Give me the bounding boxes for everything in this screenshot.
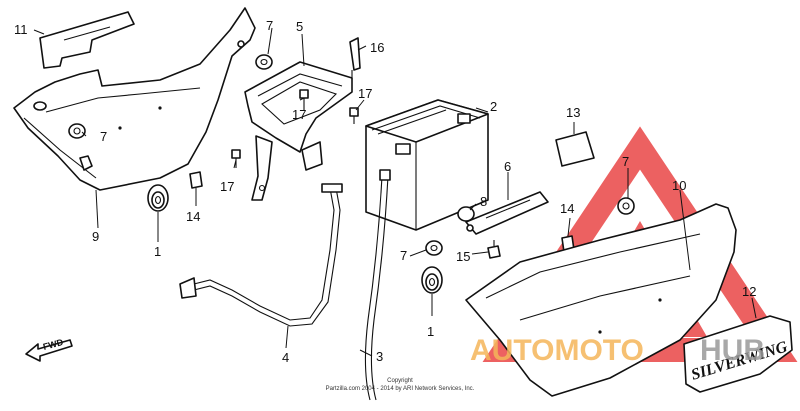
callout-17-c[interactable]: 17 [220,179,234,194]
callout-1-left[interactable]: 1 [154,244,161,259]
part-8-rubber [457,206,475,222]
watermark-text: AUTOMOTO HUB [470,334,765,367]
part-1-grommet-right [421,266,443,294]
copyright-notice: Copyright Partzilla.com 2004 - 2014 by A… [326,378,475,392]
part-17-bolt-b [349,107,359,124]
part-16-pin [349,37,361,80]
part-17-bolt-c [231,149,241,168]
callout-2[interactable]: 2 [490,99,497,114]
callout-9[interactable]: 9 [92,229,99,244]
part-12-emblem: SILVERWING [683,315,793,393]
copyright-line-2: Partzilla.com 2004 - 2014 by ARI Network… [326,386,475,392]
callout-14-left[interactable]: 14 [186,209,200,224]
part-9-left-side-cover [13,7,256,191]
fwd-arrow-icon: FWD [25,337,73,362]
callout-17-b[interactable]: 17 [358,86,372,101]
callout-4[interactable]: 4 [282,350,289,365]
callouts: 11 7 5 16 17 17 7 2 17 14 1 9 6 8 7 15 1… [14,18,756,365]
watermark-text-b: HUB [700,334,765,367]
callout-3[interactable]: 3 [376,349,383,364]
leader-lines [33,27,757,357]
part-7-grommet-right [617,197,635,215]
part-4-strap [179,183,343,327]
part-15-bolt [487,240,501,259]
callout-5[interactable]: 5 [296,19,303,34]
callout-10[interactable]: 10 [672,178,686,193]
callout-13[interactable]: 13 [566,105,580,120]
part-11-bracket [39,11,135,69]
callout-7-battery[interactable]: 7 [400,248,407,263]
part-10-right-side-cover [465,203,737,397]
callout-11[interactable]: 11 [14,22,28,37]
callout-16[interactable]: 16 [370,40,384,55]
part-1-grommet-left [147,184,169,212]
callout-12[interactable]: 12 [742,284,756,299]
callout-1-right[interactable]: 1 [427,324,434,339]
callout-8[interactable]: 8 [480,194,487,209]
watermark-text-a: AUTOMOTO [470,334,644,367]
part-3-tube [364,169,391,401]
callout-17-a[interactable]: 17 [292,107,306,122]
part-5-battery-tray [244,61,353,201]
callout-6[interactable]: 6 [504,159,511,174]
part-2-battery [365,99,489,231]
part-7-grommet-upper [255,54,273,70]
part-7-grommet-battery [425,240,443,256]
callout-7-left[interactable]: 7 [100,129,107,144]
part-13-label [555,131,595,167]
copyright-line-1: Copyright [387,378,413,384]
callout-15[interactable]: 15 [456,249,470,264]
part-6-plate [465,191,549,235]
part-14-clip-left [189,171,203,189]
callout-14-right[interactable]: 14 [560,201,574,216]
callout-7-right[interactable]: 7 [622,154,629,169]
callout-7-upper[interactable]: 7 [266,18,273,33]
